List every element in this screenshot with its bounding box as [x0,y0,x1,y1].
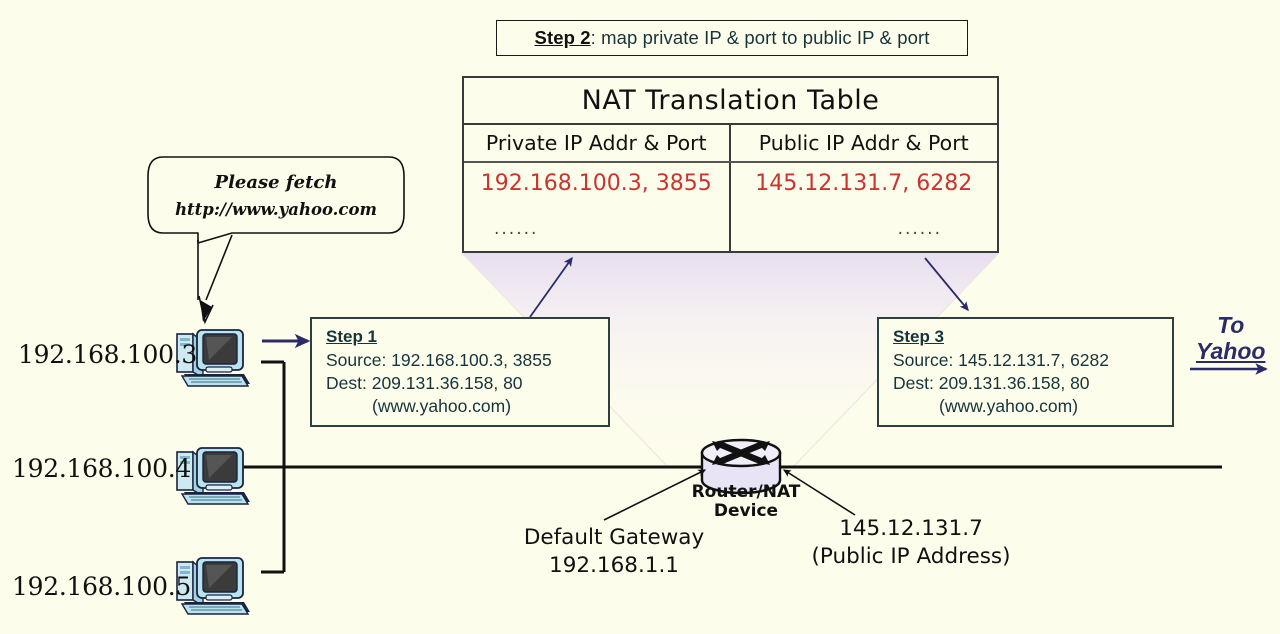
step2-caption-box: Step 2: map private IP & port to public … [496,20,968,56]
step3-packet-box: Step 3 Source: 145.12.131.7, 6282 Dest: … [877,317,1174,427]
nat-table-row: 192.168.100.3, 3855 145.12.131.7, 6282 [464,163,997,205]
host-ip-label-1: 192.168.100.3 [18,340,197,369]
step1-hostname: (www.yahoo.com) [372,396,512,417]
router-label-line-1: Router/NAT [691,482,801,502]
public-ip-value: 145.12.131.7 [839,516,983,541]
gateway-label: Default Gateway [523,525,705,550]
to-yahoo-line-1: To [1217,312,1245,338]
router-label-line-2: Device [713,501,779,522]
nat-table-row: ...... ...... [464,205,997,253]
nat-col-header-private: Private IP Addr & Port [464,125,731,161]
nat-table-header-row: Private IP Addr & Port Public IP Addr & … [464,125,997,163]
step3-dest: Dest: 209.131.36.158, 80 [893,373,1090,394]
step3-hostname: (www.yahoo.com) [939,396,1079,417]
public-ip-caption: (Public IP Address) [811,543,1011,569]
step1-dest: Dest: 209.131.36.158, 80 [326,373,523,394]
nat-table-title: NAT Translation Table [464,78,997,125]
nat-col-header-public: Public IP Addr & Port [758,131,969,155]
router-device-label: Router/NAT Device [687,482,805,522]
speech-bubble: Please fetch http://www.yahoo.com [148,155,404,233]
step2-separator: : [590,27,602,48]
step3-source: Source: 145.12.131.7, 6282 [893,350,1110,370]
nat-cell-private-2: ...... [464,205,731,253]
step1-to-table-arrow [529,256,573,318]
speech-bubble-text: Please fetch http://www.yahoo.com [148,169,404,222]
table-to-step3-arrow [924,257,969,312]
nat-cell-public-1: 145.12.131.7, 6282 [755,171,973,196]
step2-label: Step 2 [534,27,591,48]
step1-source: Source: 192.168.100.3, 3855 [326,350,552,370]
nat-cell-public-2: ...... [897,219,942,239]
step1-packet-box: Step 1 Source: 192.168.100.3, 3855 Dest:… [310,317,610,427]
default-gateway-annotation: Default Gateway 192.168.1.1 [519,524,709,580]
host-ip-label-3: 192.168.100.5 [12,572,191,601]
to-yahoo-label: To Yahoo [1196,312,1265,365]
nat-translation-table: NAT Translation Table Private IP Addr & … [462,76,999,253]
to-yahoo-line-2: Yahoo [1196,338,1266,365]
bubble-line-1: Please fetch [214,172,338,193]
gateway-ip: 192.168.1.1 [549,552,679,578]
step2-description: map private IP & port to public IP & por… [601,27,930,48]
step3-header: Step 3 [893,327,945,346]
lan-bus-wiring [249,360,286,574]
host-ip-label-2: 192.168.100.4 [12,454,191,483]
step1-header: Step 1 [326,327,378,346]
nat-cell-private-1: 192.168.100.3, 3855 [464,163,731,205]
public-ip-annotation: 145.12.131.7 (Public IP Address) [800,515,1022,571]
bubble-line-2: http://www.yahoo.com [175,199,377,219]
step2-caption-text: Step 2: map private IP & port to public … [535,27,930,49]
